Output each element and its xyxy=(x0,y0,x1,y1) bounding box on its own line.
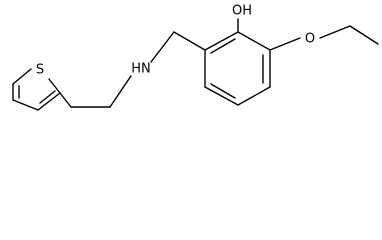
benzene-ring xyxy=(204,31,271,106)
bond-c2-o xyxy=(269,37,301,51)
bond-ch2-ch3 xyxy=(349,25,379,45)
thiophene-bond-c3-c2 xyxy=(37,92,61,111)
ether-oxygen-label: O xyxy=(305,32,315,47)
bond-ch2-n xyxy=(150,31,175,63)
ring-bond-c1-c2 xyxy=(237,31,271,51)
bond-c6-ch2 xyxy=(173,31,206,51)
bond-n-ch2 xyxy=(109,75,132,108)
ring-double-bond-2 xyxy=(210,83,236,99)
thiophene-bond-c4-c3 xyxy=(12,99,39,111)
ring-bond-c6-c1 xyxy=(204,31,239,51)
ring-double-bond-3 xyxy=(210,38,236,54)
bond-o-ch2 xyxy=(319,25,351,39)
thiophene-bond-c2-s xyxy=(48,78,61,94)
ring-bond-c4-c5 xyxy=(204,86,239,106)
bond-ch2-thiophene xyxy=(59,92,72,108)
thiophene-ring xyxy=(12,68,61,111)
structure-diagram: OH O HN S xyxy=(12,4,379,111)
hydroxyl-label: OH xyxy=(232,4,252,19)
thiophene-bond-s-c5 xyxy=(12,68,32,85)
ring-bond-c3-c4 xyxy=(237,86,271,106)
sulfur-label: S xyxy=(36,63,44,78)
amine-label: HN xyxy=(131,62,151,77)
thiophene-double-bond-2 xyxy=(39,90,56,104)
